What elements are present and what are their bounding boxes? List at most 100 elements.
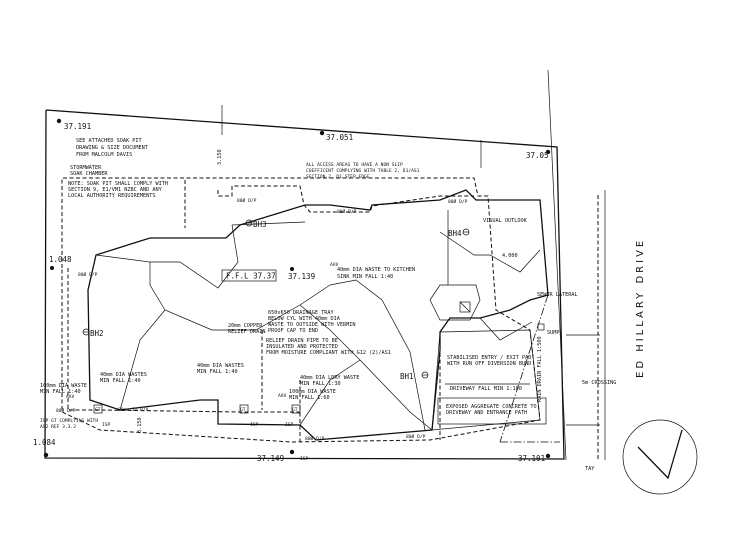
level-markers — [43, 118, 551, 459]
dim-bottom: 3.150 — [137, 417, 143, 433]
drain-line-inner — [217, 185, 474, 213]
note-relief: INSULATED AND PROTECTED — [266, 344, 338, 350]
note-soak-pit: DRAWING & SIZE DOCUMENT — [76, 145, 148, 151]
level-bottom-right: 37.101 — [518, 454, 545, 463]
borehole-icon — [245, 219, 253, 227]
note-soak-pit: SEE ATTACHED SOAK PIT — [76, 138, 142, 144]
note-stormwater: STORMWATER — [70, 165, 102, 171]
dp-label: 80Ø D/P — [237, 197, 257, 204]
dp-label: 80Ø D/P — [448, 198, 468, 205]
aav-label: AAV — [330, 262, 339, 268]
road-edge-line — [547, 69, 567, 461]
note-visual: VISUAL OUTLOOK — [483, 218, 528, 224]
entry-pad — [437, 397, 547, 425]
note-relief: FROM MOISTURE COMPLIANT WITH G12 (2)/AS1 — [266, 350, 391, 356]
aav-label: AAV — [66, 394, 75, 400]
note-soak-pit: FROM MALCOLM DAVIS — [76, 152, 132, 158]
isp-label: ISP — [102, 422, 111, 428]
sewer-lateral-line — [499, 294, 549, 443]
sump-icon — [537, 323, 545, 331]
ffl-box — [221, 269, 277, 282]
bh2-label: BH2 — [90, 329, 104, 338]
note-driveway-fall: DRIVEWAY FALL MIN 1:100 — [450, 386, 522, 392]
dp-label: 80Ø D/P — [305, 435, 325, 442]
note-waste-mid: 40mm DIA WASTES — [197, 363, 244, 369]
note-sump: SUMP — [547, 330, 560, 336]
dp-label: 80Ø D/P — [406, 433, 426, 440]
note-rain-drain: RAIN DRAIN FALL 1:500 — [537, 336, 543, 402]
note-waste-100: 100mm DIA WASTE — [40, 383, 87, 389]
level-left-low: 1.084 — [33, 438, 56, 447]
note-tray: 650x650 DRAINAGE TRAY — [268, 310, 334, 316]
level-top-left: 37.191 — [64, 122, 91, 131]
level-bottom-mid: 37.149 — [257, 454, 284, 463]
crossing-ticks — [566, 334, 600, 426]
note-compliance: SECTION 9, E1/VM1 NZBC AND ANY — [68, 187, 163, 193]
borehole-icon — [421, 371, 429, 379]
level-top-mid: 37.051 — [326, 133, 353, 142]
note-waste-left: MIN FALL 1:40 — [100, 378, 141, 384]
dp-label: 80Ø D/P — [78, 271, 98, 278]
note-access: SECTION 2, D1 STEP EDGE — [306, 174, 370, 180]
tay-label: TAY — [585, 466, 595, 472]
bh1-label: BH1 — [400, 372, 414, 381]
gully-trap-icon — [239, 404, 249, 414]
tray-icon — [459, 301, 471, 313]
note-kitchen: SINK MIN FALL 1:40 — [337, 274, 393, 280]
note-entry: STABILISED ENTRY / EXIT PAD — [447, 355, 531, 361]
note-waste-left: 40mm DIA WASTES — [100, 372, 147, 378]
isp-label: ISP — [300, 456, 309, 462]
note-waste-100-b: MIN FALL 1:60 — [289, 395, 330, 401]
dp-label: 80Ø D/P — [56, 407, 76, 414]
gully-trap-icon — [93, 404, 103, 414]
gt-label: GT — [95, 407, 101, 413]
borehole-icon — [462, 228, 470, 236]
site-boundary — [44, 109, 565, 460]
note-access: ALL ACCESS AREAS TO HAVE A NON SLIP — [306, 162, 403, 168]
note-stormwater: SOAK CHAMBER — [70, 171, 108, 177]
road-name: ED HILLARY DRIVE — [635, 238, 646, 378]
note-access: COEFFICENT COMPLYING WITH TABLE 2, D1/AS… — [306, 168, 420, 174]
note-compliance: NOTE: SOAK PIT SHALL COMPLY WITH — [68, 181, 168, 187]
note-kitchen: 40mm DIA WASTE TO KITCHEN — [337, 267, 415, 273]
dim-top: 3.150 — [217, 149, 223, 165]
bh4-label: BH4 — [448, 229, 462, 238]
note-waste-100: MIN FALL 1:40 — [40, 389, 81, 395]
note-isp: ISP GT COMPLYING WITH — [40, 418, 98, 424]
drain-line-left — [67, 268, 300, 413]
aav-label: AAV — [278, 393, 287, 399]
level-top-right: 37.05 — [526, 151, 549, 160]
gully-trap-icon — [291, 404, 301, 414]
level-mid: 37.139 — [288, 272, 315, 281]
note-ldry: 40mm DIA LDRY WASTE — [300, 375, 359, 381]
note-sewer: SEWER LATERAL — [537, 292, 578, 298]
isp-label: ISP — [285, 422, 294, 428]
borehole-icon — [82, 328, 90, 336]
note-compliance: LOCAL AUTHORITY REQUIREMENTS — [68, 193, 155, 199]
north-arrow-icon — [622, 419, 698, 495]
roof-lines — [95, 210, 541, 431]
ffl-label: F.F.L 37.37 — [226, 272, 276, 281]
note-aggregate: DRIVEWAY AND ENTRANCE PATH — [446, 410, 527, 416]
note-tray: PROOF CAP TO END — [268, 328, 318, 334]
dim-4000: 4.000 — [502, 253, 518, 259]
bh3-label: BH3 — [253, 220, 267, 229]
isp-label: ISP — [250, 422, 259, 428]
note-waste-100-b: 100mm DIA WASTE — [289, 389, 336, 395]
dp-label: 80Ø D/P — [337, 208, 357, 215]
driveway-outline — [431, 329, 541, 431]
note-relief: RELIEF DRAIN PIPE TO BE — [266, 338, 338, 344]
gt-label: GT — [292, 407, 298, 413]
note-copper: 20mm COPPER — [228, 323, 263, 329]
note-entry: WITH RUN OFF DIVERSION BUND — [447, 361, 531, 367]
note-ldry: MIN FALL 1:30 — [300, 381, 341, 387]
house-footprint — [87, 189, 549, 441]
note-crossing: 5m CROSSING — [582, 380, 616, 386]
rv-label: 80mm IO R/V — [118, 407, 149, 413]
gt-label: GT — [240, 407, 246, 413]
note-waste-mid: MIN FALL 1:40 — [197, 369, 238, 375]
note-isp: AS2 REF 3.3.2 — [40, 424, 76, 430]
level-left-high: 1.048 — [49, 255, 72, 264]
note-copper: RELIEF DRAIN — [228, 329, 265, 335]
